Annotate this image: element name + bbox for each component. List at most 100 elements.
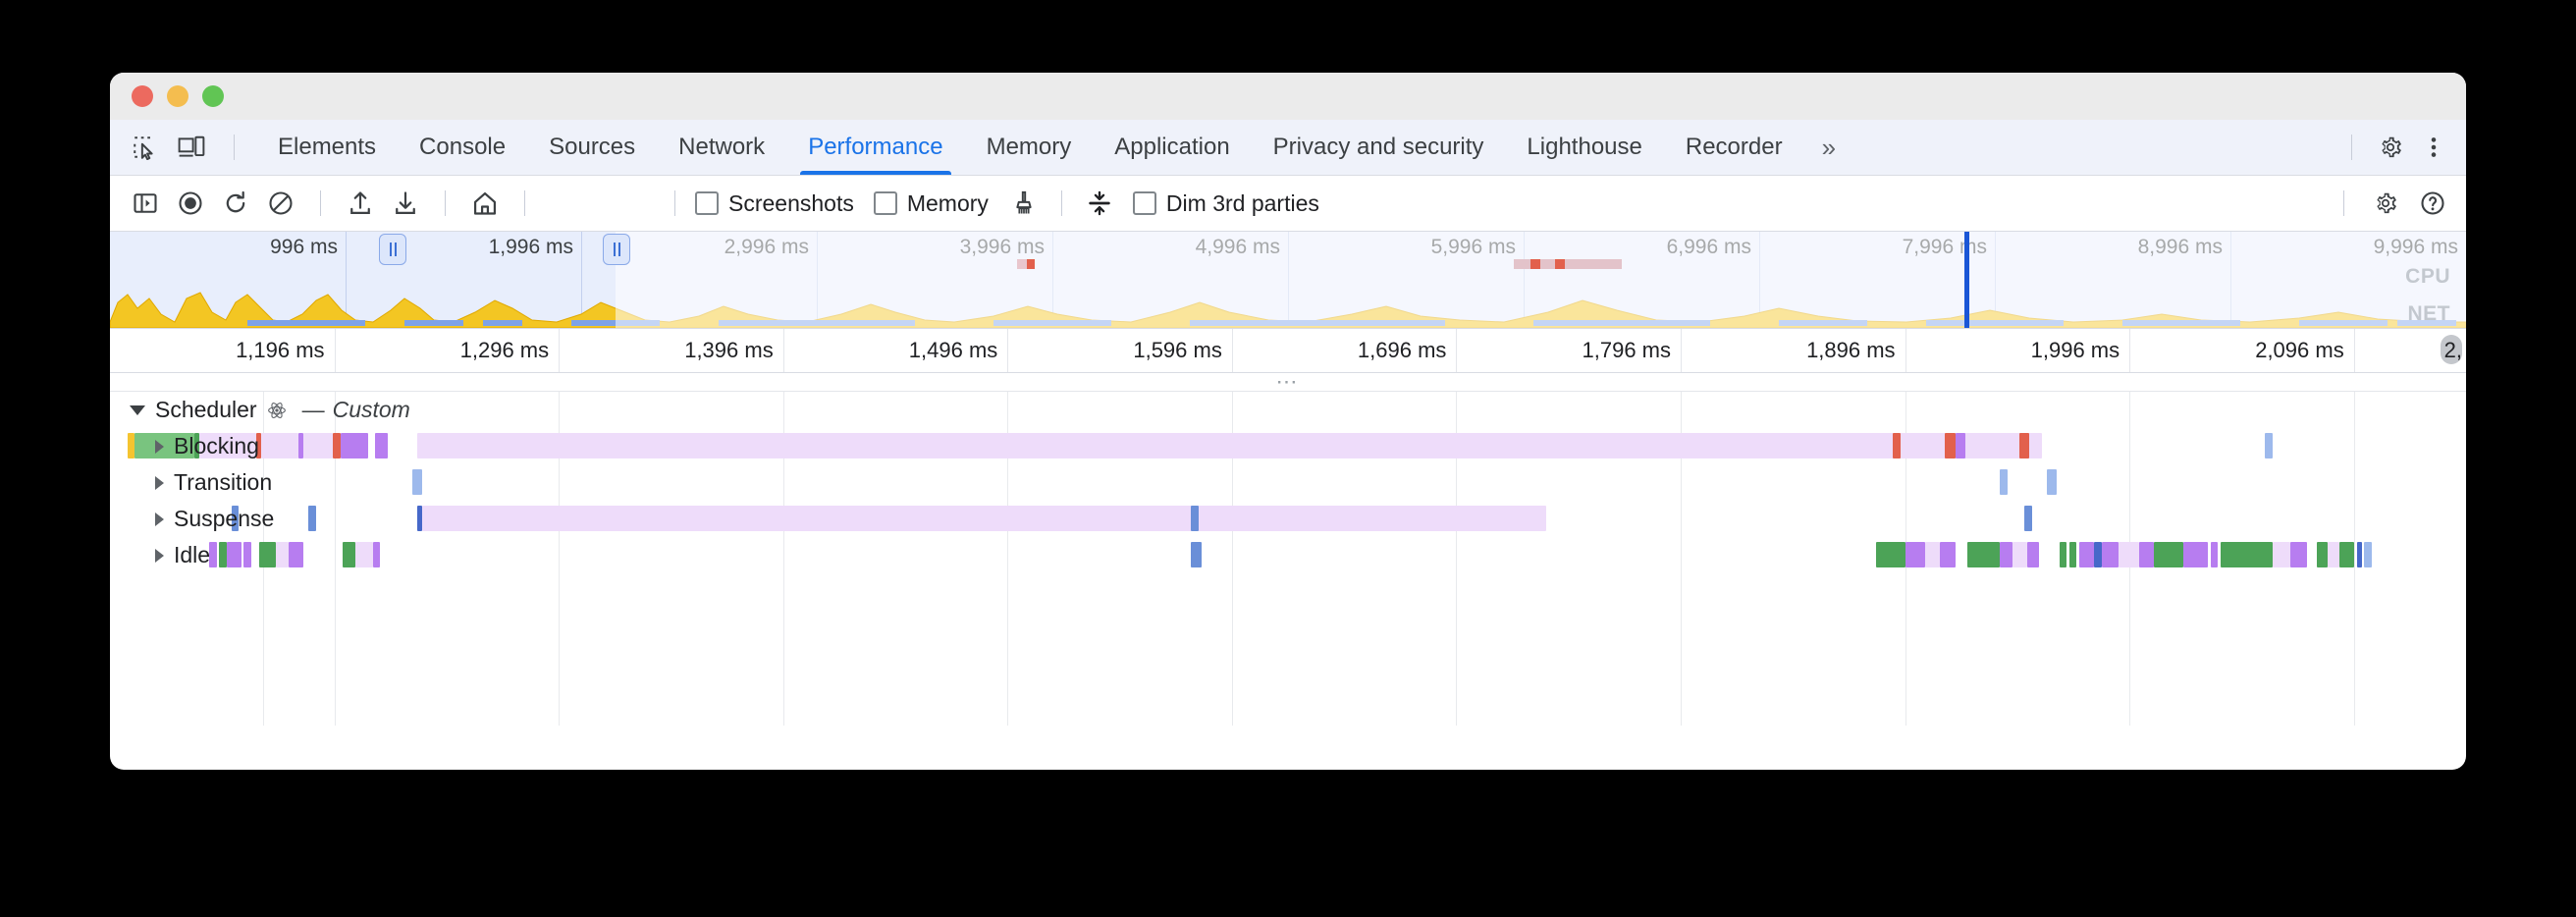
overview-window-handle-right[interactable]	[603, 234, 631, 265]
tab-elements[interactable]: Elements	[278, 134, 377, 160]
flame-bar[interactable]	[2364, 542, 2372, 567]
flame-bar[interactable]	[2094, 542, 2102, 567]
flame-bar[interactable]	[2026, 542, 2040, 567]
flame-bar[interactable]	[1191, 506, 1200, 531]
flame-bar[interactable]	[231, 506, 240, 531]
tab-privacy-and-security[interactable]: Privacy and security	[1272, 134, 1484, 160]
track-row-transition[interactable]: Transition	[110, 464, 2466, 501]
track-row-idle[interactable]: Idle	[110, 537, 2466, 573]
track-label-blocking[interactable]: Blocking	[110, 428, 259, 464]
flame-bar[interactable]	[422, 506, 1546, 531]
flame-bar[interactable]	[1925, 542, 1941, 567]
zoom-window-button[interactable]	[202, 85, 224, 107]
track-row-group-header[interactable]: Scheduler — Custom	[110, 392, 2466, 428]
flame-bar[interactable]	[2047, 469, 2058, 495]
panel-resizer[interactable]: ⋯	[110, 371, 2466, 393]
tab-network[interactable]: Network	[678, 134, 766, 160]
tab-memory[interactable]: Memory	[986, 134, 1072, 160]
flame-bar[interactable]	[243, 542, 251, 567]
flame-bar[interactable]	[372, 542, 381, 567]
track-label-suspense[interactable]: Suspense	[110, 501, 274, 537]
memory-checkbox-box[interactable]	[873, 191, 897, 215]
dim-3rd-parties-checkbox[interactable]: Dim 3rd parties	[1132, 190, 1319, 217]
flame-bar[interactable]	[355, 542, 373, 567]
flame-bar[interactable]	[2078, 542, 2095, 567]
flame-bar[interactable]	[2000, 542, 2012, 567]
flame-bar[interactable]	[2339, 542, 2355, 567]
flame-bar[interactable]	[2000, 469, 2008, 495]
flame-bar[interactable]	[2272, 542, 2290, 567]
tab-performance[interactable]: Performance	[786, 120, 964, 175]
timeline-overview[interactable]: 996 ms1,996 ms2,996 ms3,996 ms4,996 ms5,…	[110, 232, 2466, 328]
timeline-scrollbar-thumb[interactable]	[2441, 335, 2462, 364]
flame-bar[interactable]	[1905, 542, 1926, 567]
flame-bar[interactable]	[1893, 433, 1901, 458]
flame-bar[interactable]	[1945, 433, 1956, 458]
flame-bar[interactable]	[2289, 542, 2308, 567]
flame-bar[interactable]	[219, 542, 227, 567]
flame-bar[interactable]	[276, 542, 289, 567]
flame-bar[interactable]	[2220, 542, 2273, 567]
reload-and-record-icon[interactable]	[218, 186, 253, 221]
flame-bar[interactable]	[209, 542, 217, 567]
flame-bar[interactable]	[2138, 542, 2154, 567]
tab-lighthouse[interactable]: Lighthouse	[1527, 134, 1642, 160]
flame-bar[interactable]	[288, 542, 304, 567]
more-tabs-icon[interactable]: »	[1821, 132, 1837, 162]
track-label-idle[interactable]: Idle	[110, 537, 210, 573]
chevron-right-icon[interactable]	[155, 548, 164, 563]
flame-bar[interactable]	[308, 506, 316, 531]
flame-bar[interactable]	[193, 433, 199, 458]
flame-bar[interactable]	[226, 542, 242, 567]
memory-checkbox[interactable]: Memory	[873, 190, 989, 217]
more-options-icon[interactable]	[2417, 131, 2450, 164]
flame-bar[interactable]	[2327, 542, 2340, 567]
flame-bar[interactable]	[375, 433, 388, 458]
screenshots-checkbox[interactable]: Screenshots	[695, 190, 854, 217]
overview-breadcrumb-marker[interactable]	[1963, 232, 1969, 328]
capture-settings-gear-icon[interactable]	[2368, 186, 2403, 221]
flame-bar[interactable]	[2356, 542, 2362, 567]
flame-bar[interactable]	[2019, 433, 2030, 458]
flame-bar[interactable]	[256, 433, 262, 458]
flame-bar[interactable]	[2012, 542, 2027, 567]
flame-bar[interactable]	[2183, 542, 2209, 567]
chevron-right-icon[interactable]	[155, 475, 164, 490]
flame-bar[interactable]	[2317, 542, 2328, 567]
flame-bar[interactable]	[2119, 542, 2139, 567]
overview-window-handle-left[interactable]	[379, 234, 407, 265]
flame-bar[interactable]	[2210, 542, 2219, 567]
download-profile-icon[interactable]	[388, 186, 423, 221]
flame-bar[interactable]	[258, 542, 277, 567]
flame-chart[interactable]: Scheduler — Custom	[110, 392, 2466, 726]
flame-bar[interactable]	[1875, 542, 1906, 567]
tab-application[interactable]: Application	[1114, 134, 1230, 160]
close-window-button[interactable]	[132, 85, 153, 107]
flame-bar[interactable]	[340, 433, 368, 458]
chevron-right-icon[interactable]	[155, 439, 164, 454]
flame-bar[interactable]	[1191, 542, 1202, 567]
flame-bar[interactable]	[198, 433, 257, 458]
tab-sources[interactable]: Sources	[549, 134, 636, 160]
chevron-down-icon[interactable]	[130, 405, 145, 415]
flame-bar[interactable]	[2068, 542, 2077, 567]
flame-bar[interactable]	[343, 542, 356, 567]
flame-bar[interactable]	[417, 506, 423, 531]
flame-bar[interactable]	[2153, 542, 2183, 567]
brush-icon[interactable]	[1006, 186, 1042, 221]
flame-bar[interactable]	[2024, 506, 2032, 531]
record-icon[interactable]	[173, 186, 208, 221]
flame-bar[interactable]	[134, 433, 194, 458]
track-row-suspense[interactable]: Suspense	[110, 501, 2466, 537]
home-icon[interactable]	[467, 186, 503, 221]
flame-bar[interactable]	[1955, 433, 1965, 458]
tab-recorder[interactable]: Recorder	[1685, 134, 1783, 160]
flame-bar[interactable]	[127, 433, 135, 458]
collapse-vertical-icon[interactable]	[1082, 186, 1117, 221]
flame-bar[interactable]	[2059, 542, 2067, 567]
flame-bar[interactable]	[333, 433, 341, 458]
flame-bar[interactable]	[298, 433, 304, 458]
upload-profile-icon[interactable]	[343, 186, 378, 221]
screenshots-checkbox-box[interactable]	[695, 191, 719, 215]
